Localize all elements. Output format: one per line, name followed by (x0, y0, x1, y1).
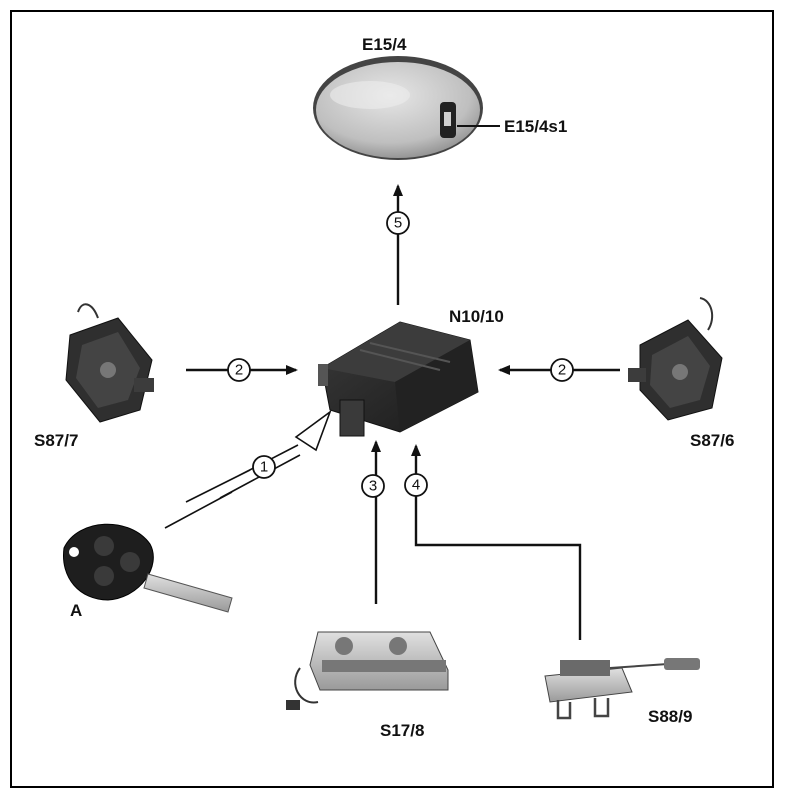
bottom-switch-assembly (286, 631, 449, 710)
signal-5-marker (386, 211, 410, 235)
right-switch-assembly (544, 658, 700, 720)
right-switch-label: S88/9 (648, 707, 692, 726)
signal-4-number: 4 (412, 477, 420, 494)
signal-3-marker (361, 474, 385, 498)
signal-3-number: 3 (369, 478, 377, 495)
lamp-switch-icon (440, 102, 456, 138)
signal-1-marker (252, 455, 276, 479)
signal-1-number: 1 (260, 459, 268, 476)
left-door-lock-label: S87/7 (34, 431, 78, 450)
control-unit (318, 321, 479, 437)
lamp-switch-label: E15/4s1 (504, 117, 567, 136)
signal-4-arrow (411, 444, 582, 640)
signal-2-left-marker (227, 358, 251, 382)
key-fob (63, 523, 233, 613)
signal-2-left-number: 2 (235, 362, 243, 379)
control-unit-label: N10/10 (449, 307, 504, 326)
signal-4-marker (404, 473, 428, 497)
interior-lamp (313, 56, 500, 160)
signal-2-right-marker (550, 358, 574, 382)
left-door-lock (65, 303, 154, 423)
right-door-lock-label: S87/6 (690, 431, 734, 450)
key-fob-label: A (70, 601, 82, 620)
right-door-lock (628, 297, 723, 421)
lamp-label: E15/4 (362, 35, 407, 54)
bottom-switch-label: S17/8 (380, 721, 424, 740)
signal-5-number: 5 (394, 215, 402, 232)
signal-1-wireless (164, 409, 332, 529)
signal-2-right-number: 2 (558, 362, 566, 379)
